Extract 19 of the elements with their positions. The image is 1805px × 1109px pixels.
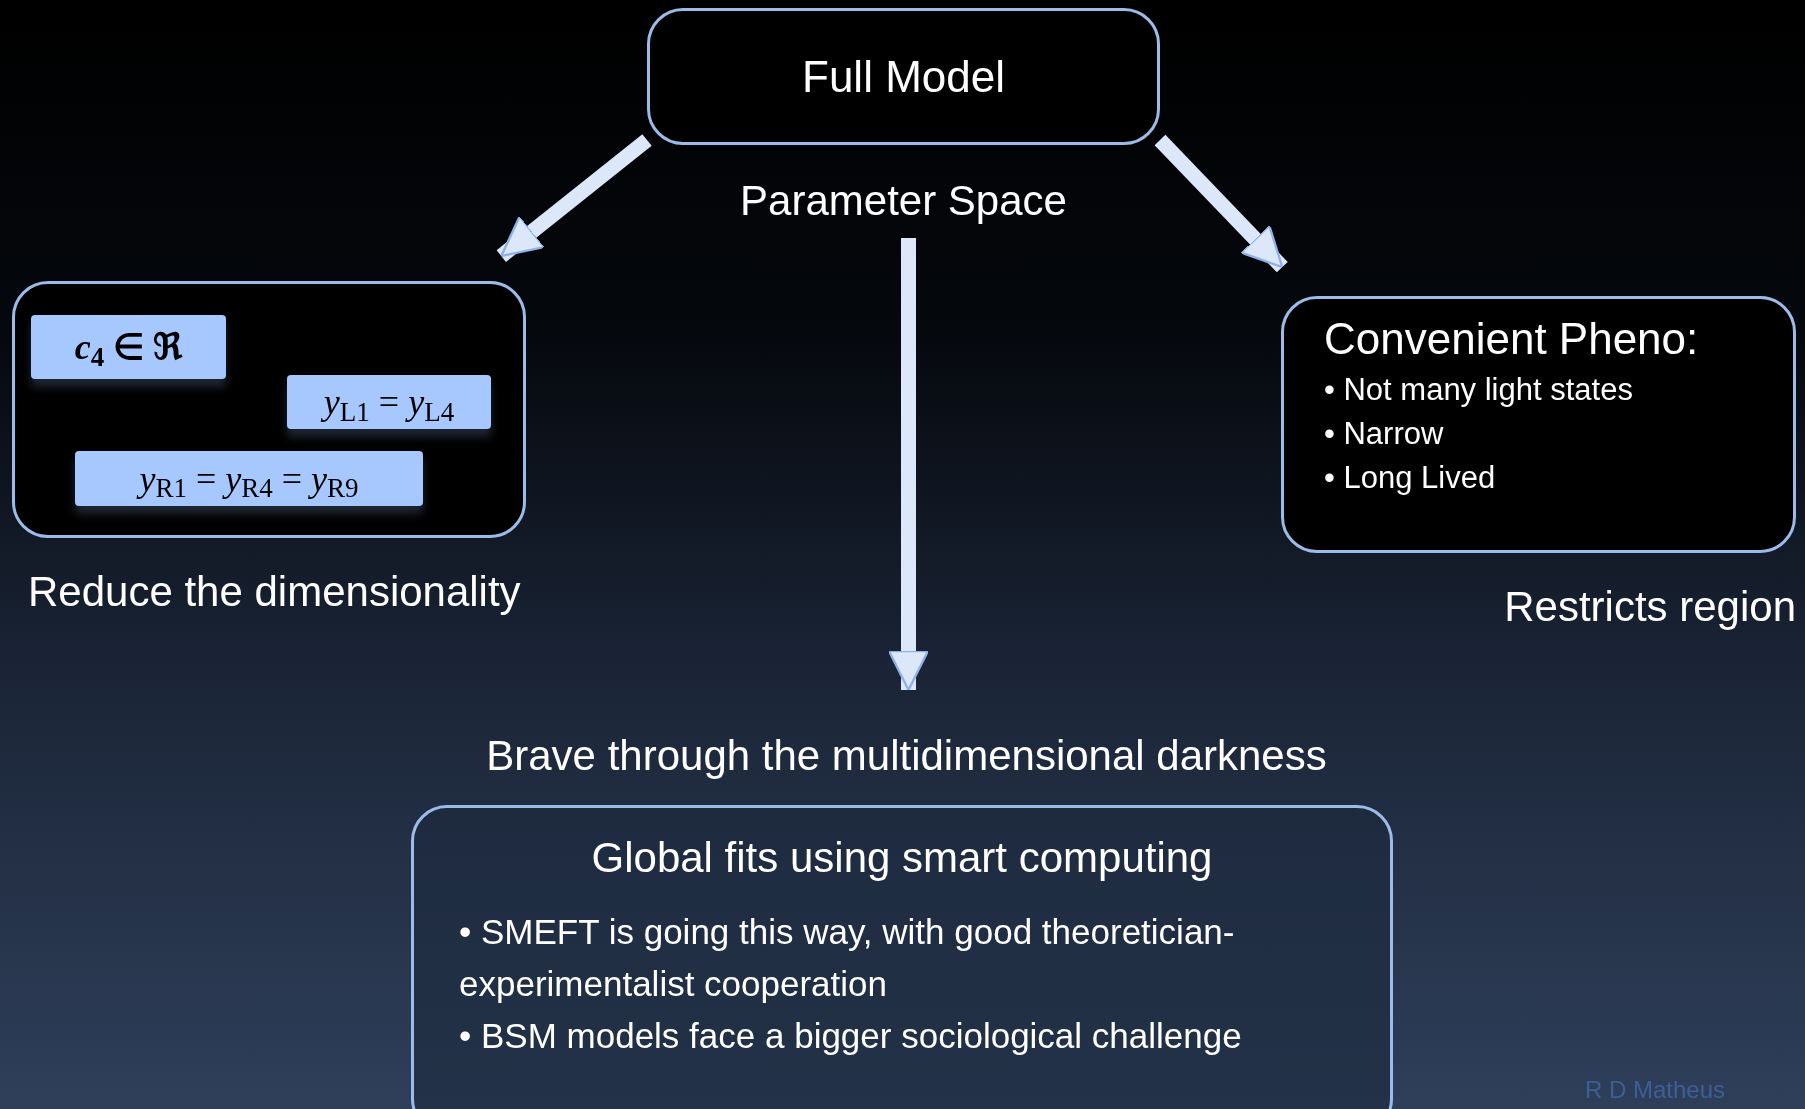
- caption-text: Brave through the multidimensional darkness: [486, 731, 1327, 781]
- formula-chip: y$_{L1}$ = y$_{L4}$: [287, 375, 491, 429]
- caption-text: Parameter Space: [740, 176, 1067, 226]
- block-arrow: [887, 238, 930, 692]
- block-arrow: [496, 134, 652, 262]
- block-arrow: [1154, 134, 1288, 273]
- bullet-item: • Long Lived: [1324, 459, 1497, 497]
- box-title: Global fits using smart computing: [591, 832, 1213, 883]
- caption-text: Reduce the dimensionality: [28, 567, 521, 617]
- formula-chip: c$_{4}$ ∈ ℜ: [31, 315, 226, 379]
- bullet-item: • BSM models face a bigger sociological challenge: [459, 1015, 1243, 1057]
- bullet-item: • Narrow: [1324, 415, 1445, 453]
- caption-text: Restricts region: [1504, 582, 1796, 632]
- box-title: Full Model: [802, 50, 1005, 103]
- author-note: R D Matheus: [1585, 1078, 1726, 1102]
- bullet-item: • Not many light states: [1324, 371, 1634, 409]
- formula-chip: y$_{R1}$ = y$_{R4}$ = y$_{R9}$: [75, 451, 423, 506]
- bullet-item: • SMEFT is going this way, with good theoretician-experimentalist cooperation: [459, 911, 1236, 1005]
- box-title: Convenient Pheno:: [1324, 313, 1700, 365]
